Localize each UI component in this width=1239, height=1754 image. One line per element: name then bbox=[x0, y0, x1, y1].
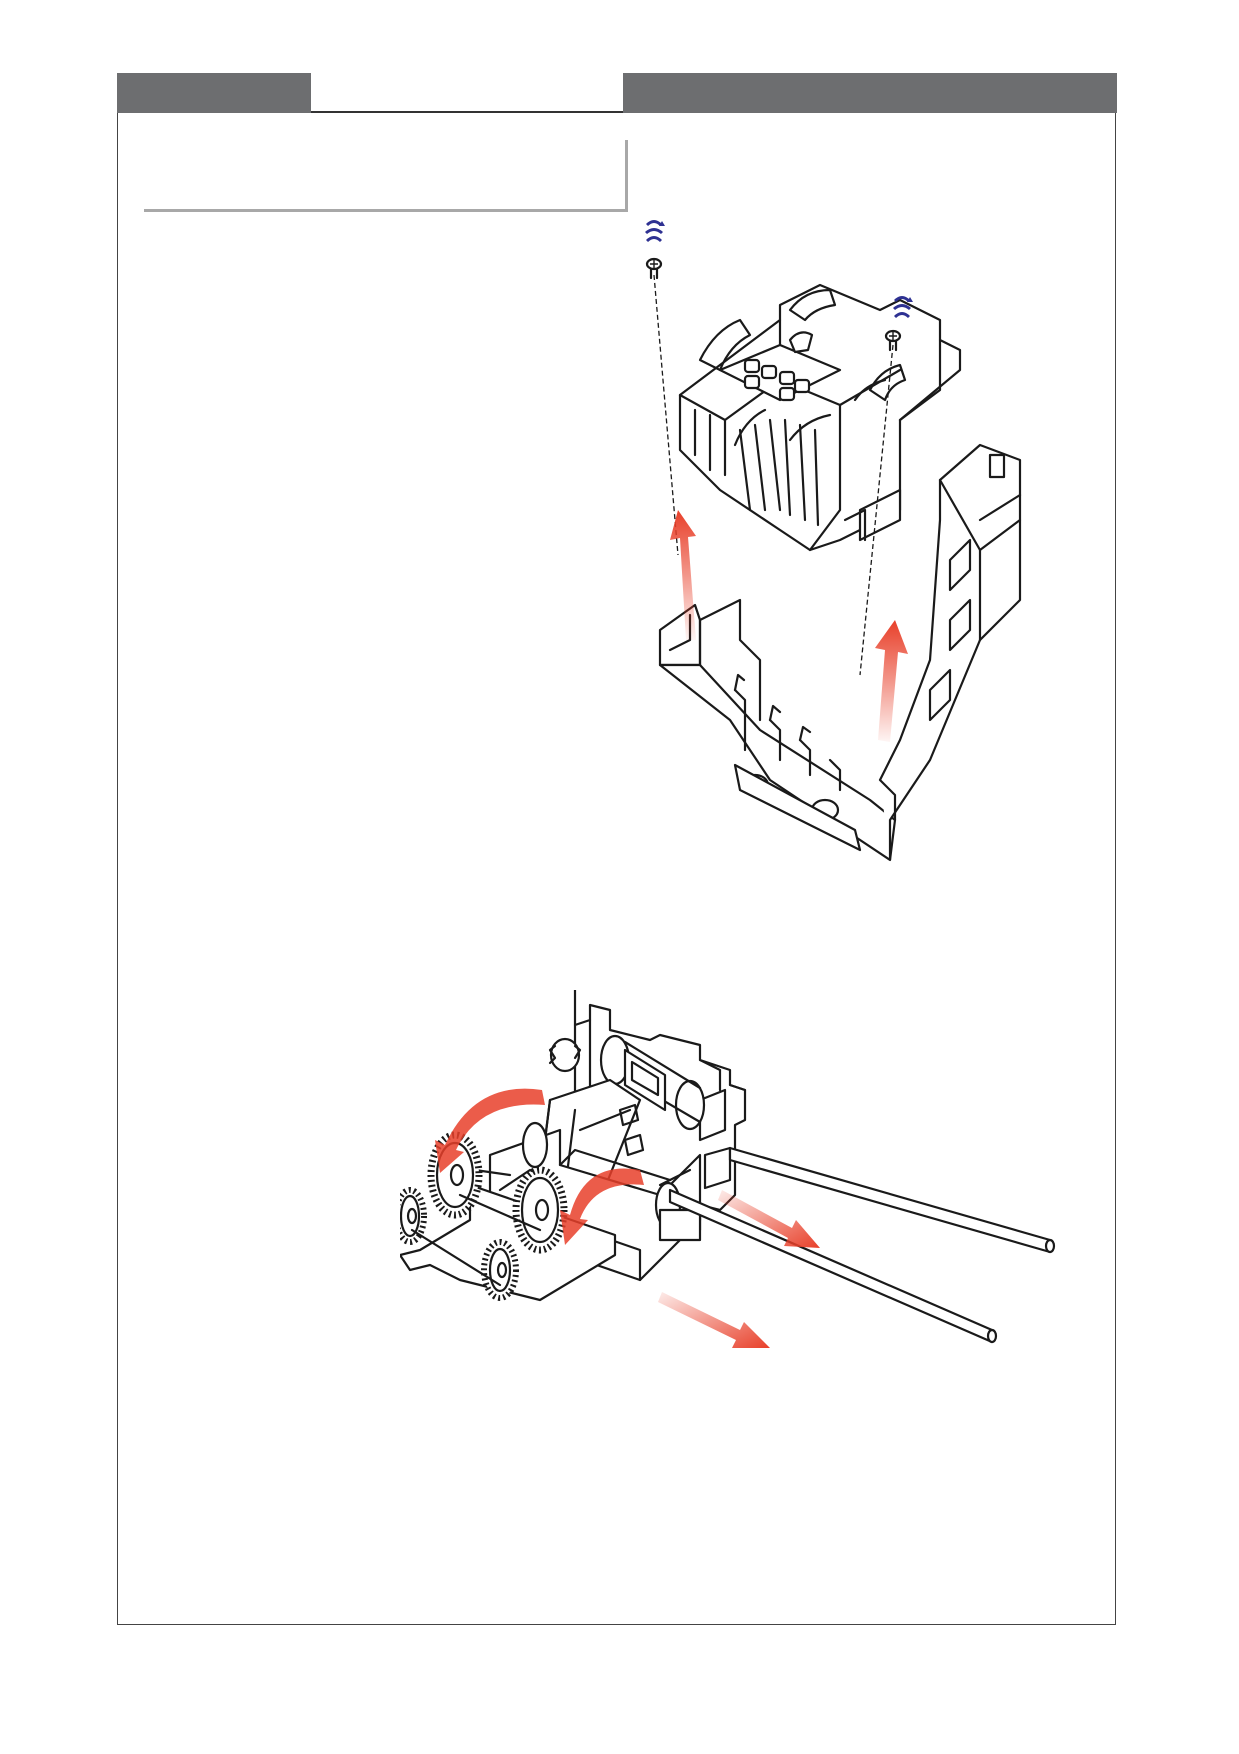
pull-arrow-icon bbox=[718, 1190, 820, 1248]
shaft-upper bbox=[728, 1146, 1056, 1254]
pull-arrow-icon bbox=[658, 1292, 770, 1348]
gear-upper-right bbox=[512, 1166, 568, 1254]
page-frame bbox=[117, 113, 1116, 1625]
curved-arrow-icon bbox=[435, 1088, 545, 1173]
curved-arrow-icon bbox=[560, 1168, 644, 1245]
upper-unit bbox=[678, 283, 962, 552]
title-box-right-rule bbox=[625, 140, 628, 212]
gear-lower-left bbox=[400, 1187, 427, 1245]
screw-left bbox=[645, 257, 663, 280]
lower-frame bbox=[658, 443, 1022, 862]
screw-right bbox=[884, 329, 902, 352]
header-tab bbox=[311, 73, 623, 113]
title-box-bottom-rule bbox=[144, 209, 628, 212]
figure-remove-shafts bbox=[400, 990, 1056, 1348]
figure-lift-unit bbox=[645, 220, 1022, 862]
lift-arrow-icon bbox=[670, 510, 696, 640]
screw-rotate-icon bbox=[893, 296, 913, 318]
screw-guide-right bbox=[859, 344, 894, 676]
gear-lower-right bbox=[481, 1239, 519, 1301]
lift-arrow-icon bbox=[875, 620, 908, 742]
screw-rotate-icon bbox=[645, 220, 665, 242]
section-title-box bbox=[144, 140, 628, 212]
header-bar-right bbox=[623, 73, 1117, 113]
header-bar-left bbox=[117, 73, 311, 113]
shaft-lower bbox=[668, 1188, 998, 1344]
screw-guide-left bbox=[653, 274, 679, 556]
